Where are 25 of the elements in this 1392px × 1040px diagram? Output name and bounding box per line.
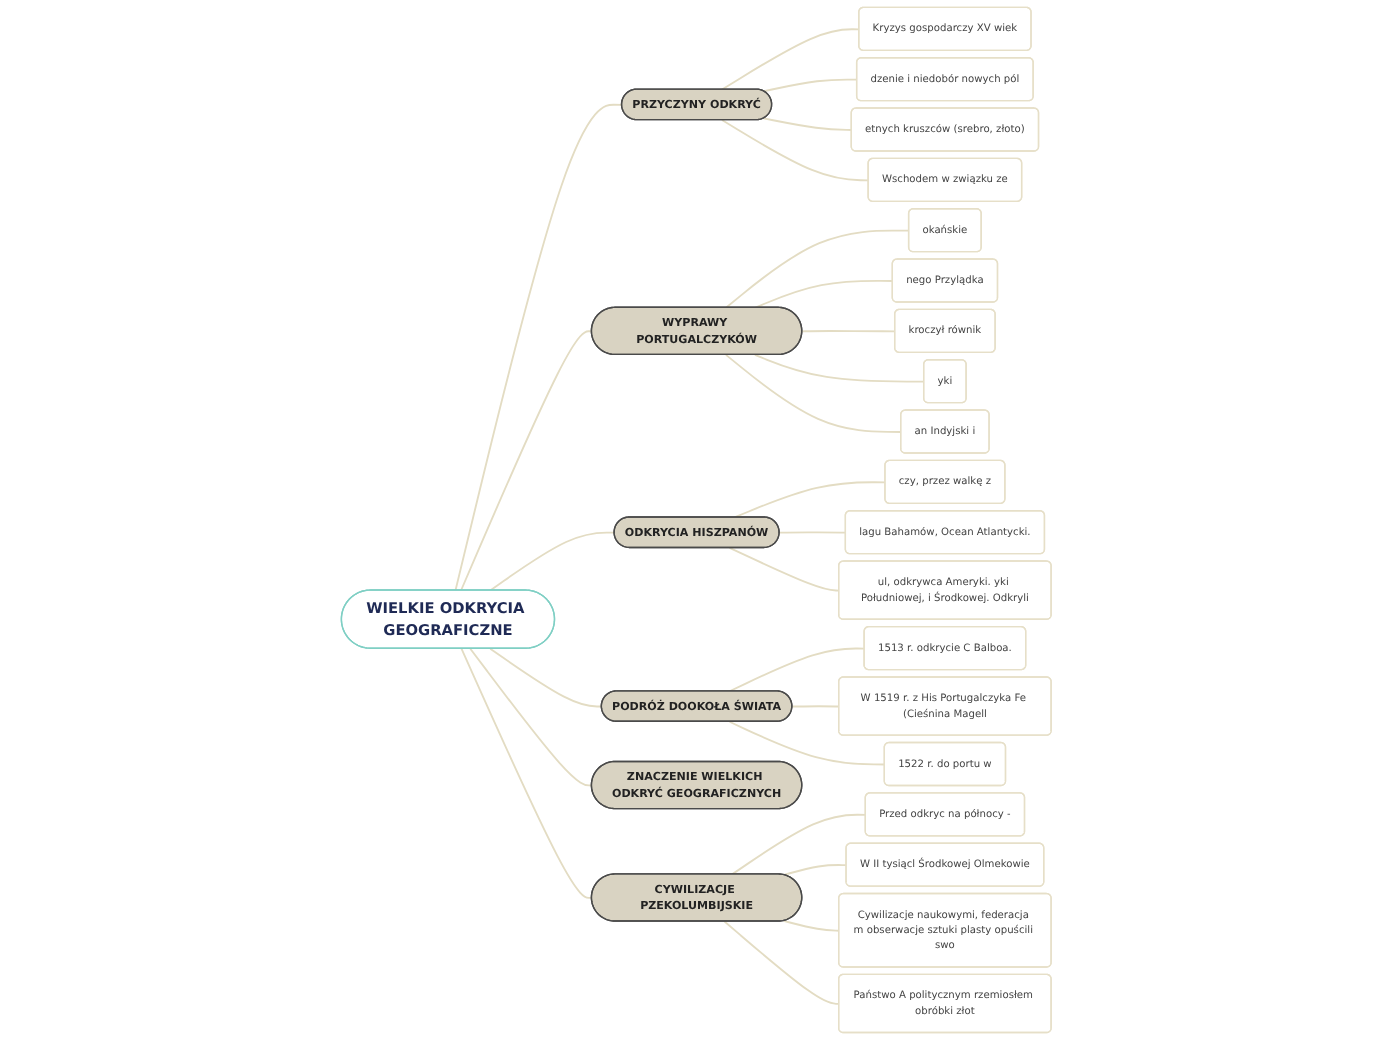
connector xyxy=(454,103,623,592)
connector xyxy=(489,531,616,592)
connector xyxy=(459,330,593,592)
connector xyxy=(720,119,870,182)
connector xyxy=(782,920,840,932)
connector xyxy=(762,117,853,131)
connector xyxy=(791,705,840,708)
connector xyxy=(469,647,593,787)
connector xyxy=(489,647,603,708)
connector xyxy=(730,813,867,876)
connector xyxy=(720,28,860,91)
connector xyxy=(801,330,896,333)
connector xyxy=(728,647,866,693)
connector xyxy=(724,354,902,433)
connector xyxy=(753,354,925,383)
connector xyxy=(762,78,858,93)
connector xyxy=(753,280,894,309)
connector xyxy=(724,229,910,309)
connector xyxy=(778,531,847,534)
connector xyxy=(728,547,840,592)
connector xyxy=(728,720,886,766)
connector xyxy=(782,864,848,876)
connector xyxy=(723,920,840,1005)
connector xyxy=(460,647,593,899)
connector xyxy=(733,481,887,519)
